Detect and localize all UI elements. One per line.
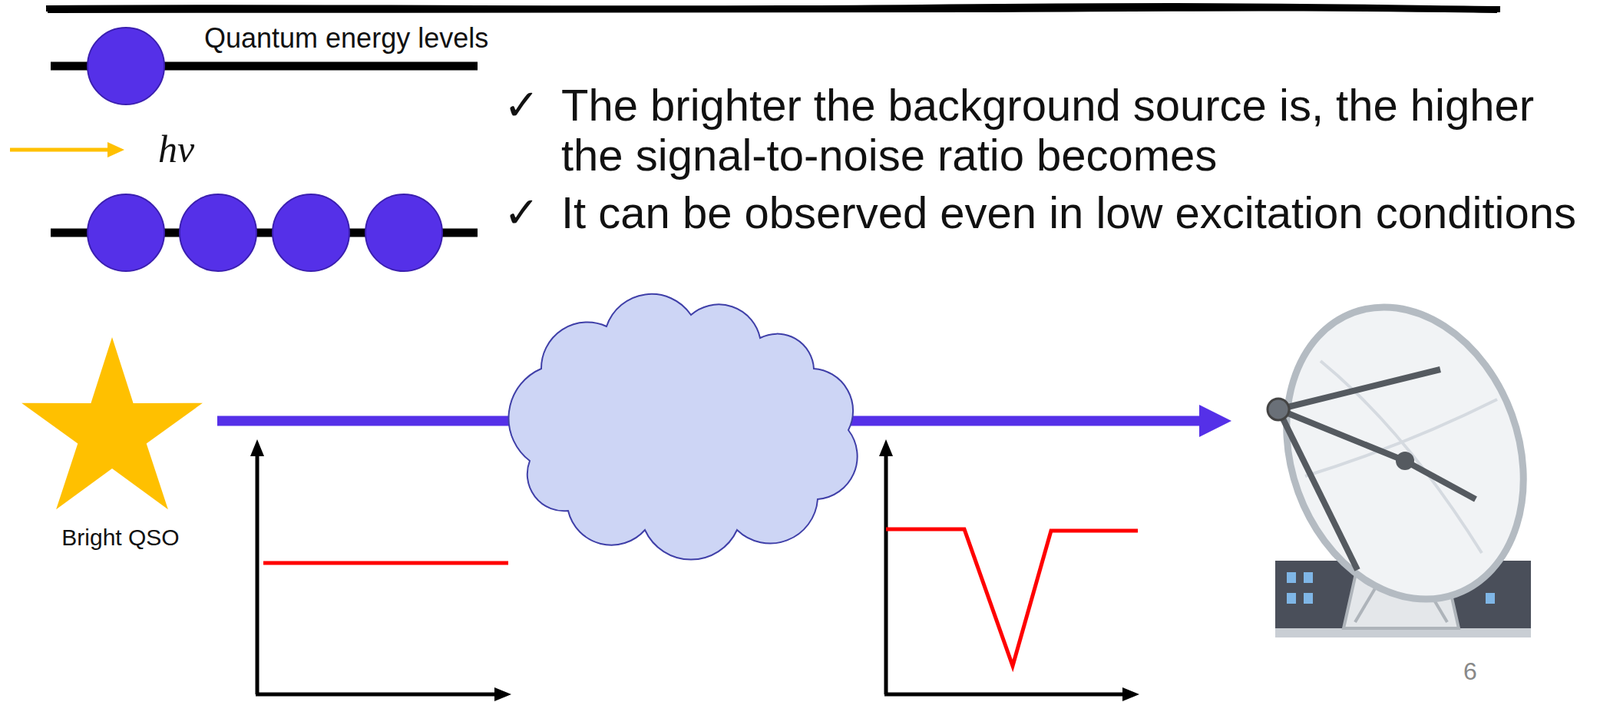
window: [1485, 592, 1495, 604]
bullet-text: The brighter the background source is, t…: [561, 79, 1591, 180]
light-arrowhead: [1199, 404, 1232, 437]
dish: [1246, 273, 1564, 633]
axis: [255, 692, 498, 697]
feed-strut: [1278, 369, 1441, 410]
window: [1286, 571, 1296, 583]
photon-arrow: [9, 148, 112, 153]
check-mark: ✓: [503, 79, 540, 130]
particle: [272, 194, 350, 272]
feed-strut: [1278, 409, 1358, 570]
source-label: Bright QSO: [61, 523, 179, 552]
photon-symbol: hν: [158, 125, 195, 172]
axis-arrowhead: [879, 439, 893, 457]
axis: [255, 452, 260, 695]
particle: [179, 194, 257, 272]
particle: [87, 27, 165, 105]
bullet-text: It can be observed even in low excitatio…: [561, 187, 1591, 238]
window: [1303, 592, 1313, 604]
feed-strut: [1404, 460, 1476, 500]
axis: [884, 692, 1126, 697]
axis-arrowhead: [250, 439, 265, 457]
heading-label: Quantum energy levels: [204, 21, 489, 55]
window: [1286, 592, 1296, 604]
axis: [884, 452, 889, 695]
radio-telescope: [1246, 273, 1564, 638]
quasar-star: [21, 337, 203, 510]
dish-hub: [1395, 451, 1415, 470]
flat-spectrum: [263, 561, 509, 566]
check-mark: ✓: [503, 187, 540, 238]
axis-arrowhead: [1122, 687, 1140, 701]
photon-arrowhead: [107, 142, 125, 158]
particle: [365, 194, 443, 272]
absorption-spectrum: [885, 528, 1138, 666]
particle: [87, 194, 165, 272]
gas-cloud: [508, 294, 857, 560]
feed-horn: [1267, 398, 1290, 420]
axis-arrowhead: [494, 687, 512, 701]
window: [1303, 571, 1313, 583]
top-rule: [47, 9, 1498, 12]
page-number: 6: [1463, 656, 1478, 686]
